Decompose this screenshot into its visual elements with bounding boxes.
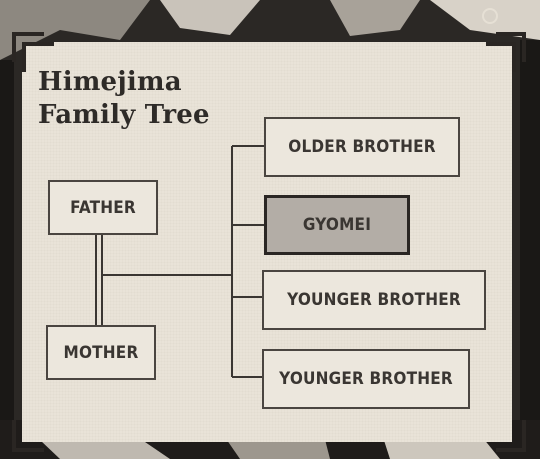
diagram-title: Himejima Family Tree	[38, 66, 268, 132]
node-gyomei: GYOMEI	[264, 195, 410, 255]
title-line-1: Himejima	[38, 67, 182, 97]
node-mother: MOTHER	[46, 325, 156, 380]
node-older-brother: OLDER BROTHER	[264, 117, 460, 177]
node-father: FATHER	[48, 180, 158, 235]
title-line-2: Family Tree	[38, 100, 210, 130]
node-younger-brother-2: YOUNGER BROTHER	[262, 349, 470, 409]
node-younger-brother-1: YOUNGER BROTHER	[262, 270, 486, 330]
